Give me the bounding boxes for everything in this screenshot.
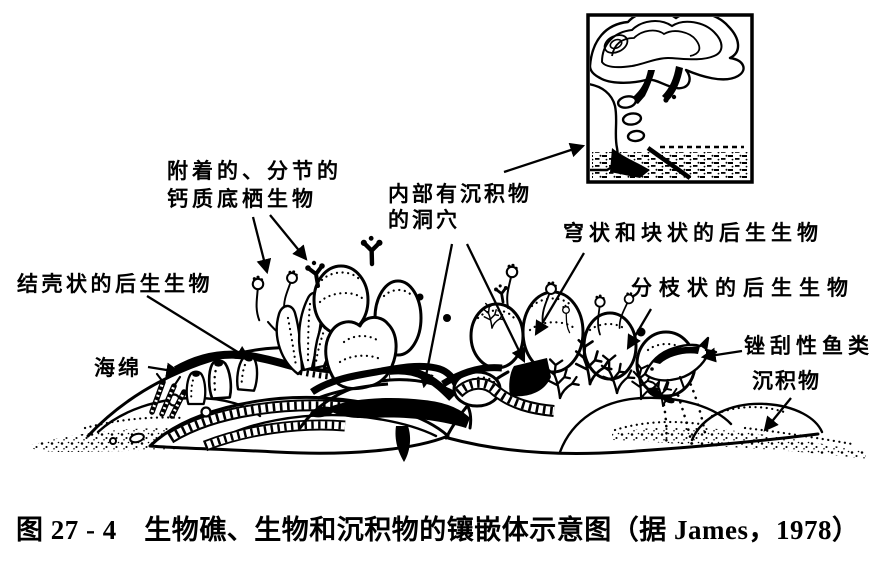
label-sediment: 沉积物 [752, 369, 821, 393]
arrow-to-inset [503, 142, 586, 174]
arrow-cavity-left [419, 243, 454, 389]
inset-box-border [586, 13, 754, 184]
sediment-filled-cavity-left [310, 398, 470, 462]
hatched-band-left-2 [202, 419, 346, 452]
sediment-filled-cavity-right [509, 358, 551, 397]
arrow-sponge [147, 362, 182, 378]
arrow-attached-2 [269, 214, 308, 261]
label-sponge: 海绵 [94, 356, 142, 380]
fish-drawing [638, 336, 718, 404]
label-attached-line1: 附着的、分节的 [167, 159, 342, 183]
label-cavity-line2: 的洞穴 [388, 208, 460, 232]
label-arrows [146, 142, 792, 432]
label-cavity-line1: 内部有沉积物 [388, 182, 532, 206]
label-branching-metazoans: 分枝状的后生生物 [631, 276, 855, 300]
center-dome-cluster [298, 235, 473, 430]
dark-skirt-band [310, 362, 460, 400]
arrow-fish [700, 347, 743, 363]
label-attached-benthos: 附着的、分节的 钙质底栖生物 [167, 157, 342, 213]
label-attached-line2: 钙质底栖生物 [167, 187, 317, 211]
label-cavity: 内部有沉积物 的洞穴 [388, 181, 532, 233]
arrow-sediment [763, 397, 792, 432]
arrow-dome [534, 252, 585, 336]
hatched-band-right [453, 377, 555, 417]
arrow-cavity-right [465, 243, 526, 364]
arrow-attached-1 [251, 216, 272, 275]
label-dome-metazoans: 穹状和块状的后生生物 [563, 221, 823, 245]
arrow-branching [626, 308, 652, 350]
tube-worm-cluster [149, 372, 187, 419]
label-encrusting-metazoans: 结壳状的后生生物 [17, 272, 213, 296]
arrow-encrusting [146, 295, 251, 361]
inset-cavity-box [586, 13, 754, 184]
sediment-field-right [612, 420, 866, 459]
label-rasping-fish: 锉刮性鱼类 [744, 334, 874, 358]
figure-caption: 图 27 - 4 生物礁、生物和沉积物的镶嵌体示意图（据 James，1978） [16, 515, 860, 545]
